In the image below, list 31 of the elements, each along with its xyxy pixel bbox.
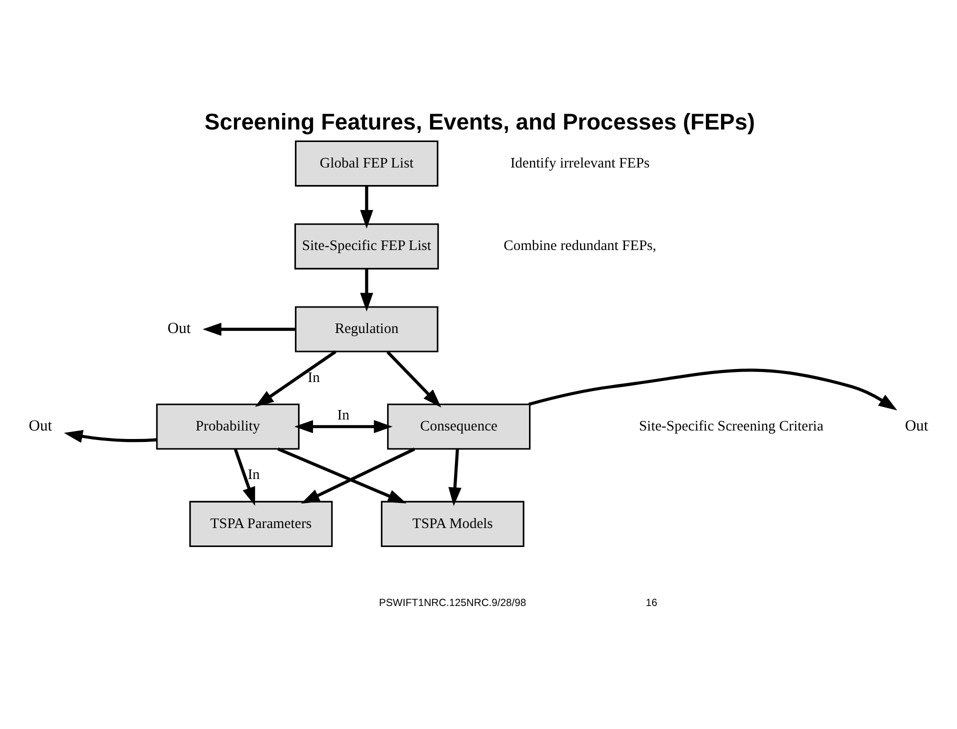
label: 16: [646, 597, 658, 608]
arrow: [294, 420, 393, 433]
node-box: Regulation: [294, 306, 438, 352]
edge-label: In: [248, 466, 260, 483]
node-text: Out: [28, 416, 52, 434]
arrow: [234, 448, 256, 506]
node-box: Consequence: [387, 403, 531, 450]
arrow: [448, 448, 462, 506]
arrow: [528, 368, 898, 410]
label: Combine redundant FEPs,: [504, 238, 656, 254]
arrow: [202, 322, 296, 336]
node-box: Global FEP List: [294, 140, 438, 186]
arrow: [360, 268, 374, 311]
arrow: [64, 429, 157, 442]
arrow: [255, 350, 336, 406]
label: PSWIFT1NRC.125NRC.9/28/98: [379, 597, 526, 608]
arrow: [277, 447, 407, 503]
edge-label: In: [308, 369, 320, 386]
arrow: [301, 447, 416, 504]
node-text: Out: [168, 319, 191, 336]
node-box: Site-Specific FEP List: [294, 222, 439, 269]
label: Site-Specific Screening Criteria: [639, 418, 824, 434]
label: Identify irrelevant FEPs: [510, 154, 650, 171]
node-text: Out: [904, 416, 928, 434]
node-box: Probability: [156, 403, 300, 450]
edge-label: In: [337, 407, 350, 424]
arrow: [386, 350, 442, 407]
diagram-title: Screening Features, Events, and Processes (FEPs): [204, 108, 755, 134]
arrow: [360, 186, 374, 228]
node-box: TSPA Parameters: [189, 500, 333, 547]
node-box: TSPA Models: [380, 500, 524, 547]
